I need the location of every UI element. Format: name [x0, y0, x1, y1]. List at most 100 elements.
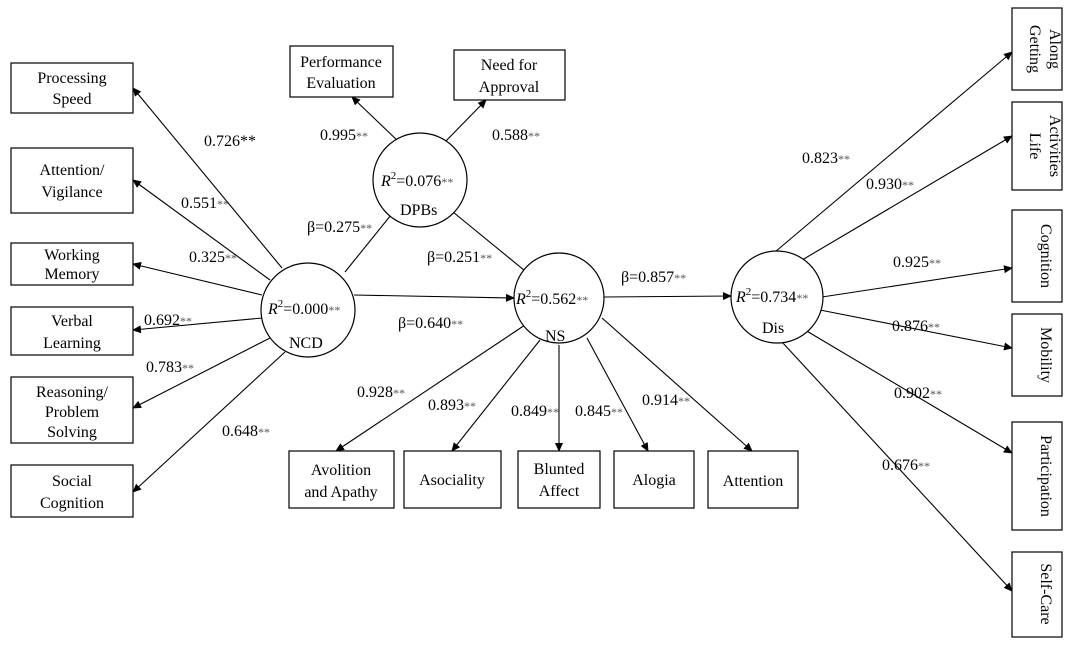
indicator-blunted-affect: Blunted Affect: [517, 450, 601, 509]
indicator-self-care: Self-Care: [1011, 551, 1063, 638]
dpbs-r2-label: R2=0.076**: [380, 170, 453, 190]
edge-dis-getting-along: [774, 51, 1013, 253]
indicator-label: Attention/: [40, 162, 105, 179]
indicator-label: Need for: [481, 57, 538, 74]
indicator-label: Verbal: [51, 313, 93, 330]
dis-name: Dis: [762, 320, 784, 337]
indicator-label: Affect: [539, 483, 580, 500]
edge-ncd-attention-vigilance: [132, 179, 271, 281]
dis-r2-label: R2=0.734**: [735, 286, 808, 306]
edge-dis-life-activities: [796, 135, 1013, 264]
loading-attention-vigilance: 0.551**: [181, 195, 229, 212]
indicator-label: Getting: [1026, 25, 1043, 73]
indicator-verbal-learning: Verbal Learning: [10, 306, 134, 356]
edge-ns-alogia: [586, 337, 649, 452]
path-ncd-dpbs: β=0.275**: [307, 219, 372, 236]
indicator-label: Memory: [44, 266, 99, 283]
loading-cognition: 0.925**: [893, 254, 941, 271]
loading-working-memory: 0.325**: [189, 249, 237, 266]
indicator-label: Activities: [1046, 115, 1063, 177]
indicator-label: Participation: [1037, 435, 1054, 517]
loading-blunted-affect: 0.849**: [511, 403, 559, 420]
edge-ns-dis: [603, 292, 732, 301]
loading-need-approval: 0.588**: [492, 127, 540, 144]
loading-performance-evaluation: 0.995**: [320, 127, 368, 144]
path-ns-dis: β=0.857**: [621, 269, 686, 286]
indicator-attention-vigilance: Attention/ Vigilance: [10, 147, 134, 214]
edge-ncd-ns: [353, 293, 515, 302]
indicator-alogia: Alogia: [613, 450, 695, 509]
edge-ns-avolition: [335, 324, 526, 452]
indicator-cognition: Cognition: [1011, 209, 1063, 303]
indicator-working-memory: Working Memory: [10, 242, 134, 286]
edge-ncd-verbal-learning: [132, 317, 263, 334]
edge-ns-asociality: [451, 339, 541, 452]
indicator-avolition-apathy: Avolition and Apathy: [288, 450, 395, 509]
indicator-label: Working: [44, 247, 100, 264]
loading-avolition: 0.928**: [357, 384, 405, 401]
indicator-attention: Attention: [707, 450, 799, 509]
indicator-getting-along: Getting Along: [1011, 7, 1063, 91]
indicator-label: Along: [1046, 29, 1063, 69]
indicator-label: Avolition: [311, 462, 371, 479]
indicator-label: Attention: [723, 473, 783, 490]
loading-participation: 0.902**: [894, 385, 942, 402]
dpbs-name: DPBs: [400, 202, 437, 219]
node-dpbs: R2=0.076** DPBs: [372, 132, 468, 228]
indicator-need-for-approval: Need for Approval: [453, 49, 566, 101]
loading-mobility: 0.876**: [892, 318, 940, 335]
indicator-asociality: Asociality: [403, 450, 502, 509]
indicator-label: Social: [52, 473, 93, 490]
indicator-label: Problem: [45, 404, 100, 421]
indicator-label: Performance: [300, 54, 382, 71]
indicator-label: Reasoning/: [36, 384, 109, 401]
loading-self-care: 0.676**: [882, 457, 930, 474]
loading-reasoning: 0.783**: [146, 359, 194, 376]
indicator-social-cognition: Social Cognition: [10, 464, 134, 518]
loading-social-cognition: 0.648**: [222, 423, 270, 440]
indicator-label: Mobility: [1037, 327, 1054, 383]
edge-ncd-processing-speed: [132, 87, 283, 269]
coefficients: 0.726** 0.551** 0.325** 0.692** 0.783** …: [144, 127, 942, 474]
indicator-label: Life: [1026, 133, 1043, 160]
indicator-mobility: Mobility: [1011, 313, 1063, 397]
indicator-life-activities: Life Activities: [1011, 101, 1063, 191]
edge-dis-self-care: [781, 341, 1013, 592]
loading-attention: 0.914**: [642, 392, 690, 409]
edge-ncd-working-memory: [132, 261, 263, 296]
indicator-label: Blunted: [534, 461, 585, 478]
indicator-label: Learning: [43, 335, 101, 352]
edge-ncd-dpbs: [344, 209, 396, 273]
ncd-name: NCD: [289, 335, 323, 352]
indicator-label: Speed: [52, 91, 91, 108]
indicator-label: Alogia: [632, 472, 676, 489]
ns-r2-label: R2=0.562**: [515, 288, 588, 308]
edge-dpbs-ns: [441, 202, 531, 276]
ncd-r2-label: R2=0.000**: [267, 298, 340, 318]
edge-dis-cognition: [821, 265, 1013, 298]
loading-getting-along: 0.823**: [802, 150, 850, 167]
edge-dpbs-need-approval: [443, 99, 487, 144]
indicator-label: Asociality: [419, 472, 485, 489]
edge-dis-mobility: [819, 309, 1013, 351]
indicator-label: Vigilance: [41, 184, 102, 201]
ns-name: NS: [545, 328, 565, 345]
edges: [132, 51, 1013, 592]
loading-asociality: 0.893**: [428, 397, 476, 414]
loading-processing-speed: 0.726**: [204, 133, 256, 150]
indicator-label: Self-Care: [1037, 563, 1054, 624]
edge-dpbs-performance-evaluation: [351, 96, 401, 144]
edge-dis-participation: [804, 329, 1013, 454]
indicator-label: Solving: [47, 424, 97, 441]
node-ncd: R2=0.000** NCD: [260, 262, 356, 358]
indicator-label: Evaluation: [306, 75, 375, 92]
indicator-label: Cognition: [1037, 224, 1054, 288]
indicator-processing-speed: Processing Speed: [10, 62, 134, 114]
path-ncd-ns: β=0.640**: [398, 315, 463, 332]
edge-ns-attention: [601, 317, 753, 452]
loading-verbal-learning: 0.692**: [144, 312, 192, 329]
indicator-participation: Participation: [1011, 421, 1063, 531]
node-ns: R2=0.562** NS: [513, 252, 605, 345]
